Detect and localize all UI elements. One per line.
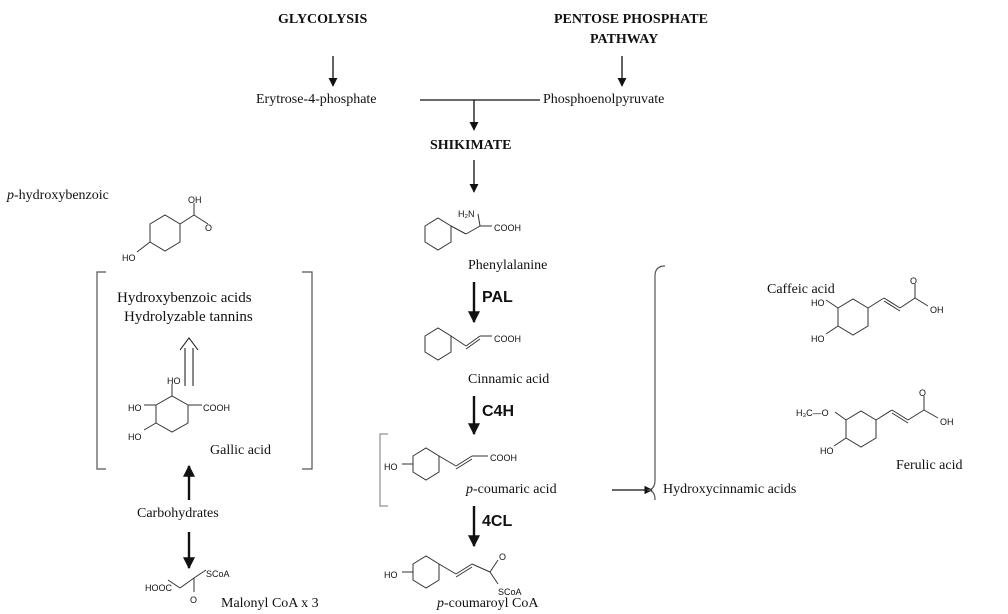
- caffeic-structure: [825, 284, 929, 336]
- pentose-label-line1: PENTOSE PHOSPHATE: [554, 12, 708, 27]
- 4cl-enzyme: 4CL: [482, 513, 513, 530]
- malonyl-hooc: HOOC: [145, 583, 172, 593]
- gallic-cooh: COOH: [203, 403, 230, 413]
- p-hydroxybenzoic-structure: [136, 203, 209, 253]
- hydroxybenzoic-bracket: [96, 271, 313, 470]
- cinnamic-label: Cinnamic acid: [468, 372, 550, 387]
- caffeic-o: O: [910, 276, 918, 286]
- gallic-structure: [143, 384, 202, 433]
- hydroxybenzoic-acids-label: Hydroxybenzoic acids: [117, 290, 252, 306]
- hydroxycinnamic-brace: [646, 265, 666, 501]
- malonyl-label: Malonyl CoA x 3: [221, 596, 319, 611]
- ferulic-ho: HO: [820, 446, 834, 456]
- p-hydroxybenzoic-label: p-hydroxybenzoic: [7, 188, 109, 203]
- cinnamic-structure: [424, 327, 492, 361]
- phe-cooh: COOH: [494, 223, 521, 233]
- p-coumaroyl-structure: [402, 555, 499, 589]
- ferulic-structure: [833, 396, 939, 448]
- phenylalanine-label: Phenylalanine: [468, 258, 548, 273]
- phe-h2n: H₂N: [458, 209, 475, 219]
- coumaroyl-scoa: SCoA: [498, 587, 522, 597]
- caffeic-ho1: HO: [811, 298, 825, 308]
- coumaric-cooh: COOH: [490, 453, 517, 463]
- phb-oh: OH: [188, 195, 202, 205]
- gallic-ho-top: HO: [167, 376, 181, 386]
- erytrose-label: Erytrose-4-phosphate: [256, 92, 377, 107]
- hydrolyzable-tannins-label: Hydrolyzable tannins: [124, 309, 253, 325]
- gallic-ho-mid: HO: [128, 403, 142, 413]
- gallic-ho-bot: HO: [128, 432, 142, 442]
- glycolysis-label: GLYCOLYSIS: [278, 12, 368, 27]
- shikimate-label: SHIKIMATE: [430, 138, 512, 153]
- p-coumaroyl-label: p-coumaroyl CoA: [437, 596, 539, 611]
- carbohydrates-label: Carbohydrates: [137, 506, 219, 521]
- malonyl-o: O: [190, 595, 198, 605]
- ferulic-label: Ferulic acid: [896, 458, 963, 473]
- p-coumaric-structure: [402, 447, 488, 481]
- hydroxycinnamic-label: Hydroxycinnamic acids: [663, 482, 797, 497]
- phb-ho: HO: [122, 253, 136, 263]
- coumaric-ho: HO: [384, 462, 398, 472]
- p-coumaric-label: p-coumaric acid: [466, 482, 557, 497]
- ferulic-oh: OH: [940, 417, 954, 427]
- malonyl-scoa: SCoA: [206, 569, 230, 579]
- phenylalanine-structure: [424, 213, 492, 251]
- gallic-acid-label: Gallic acid: [210, 443, 272, 458]
- phosphoenolpyruvate-label: Phosphoenolpyruvate: [543, 92, 665, 107]
- coumaroyl-o: O: [499, 552, 507, 562]
- coumaroyl-ho: HO: [384, 570, 398, 580]
- coumaric-bracket: [379, 433, 388, 507]
- c4h-enzyme: C4H: [482, 403, 515, 420]
- double-arrow: [179, 337, 199, 386]
- ferulic-o: O: [919, 388, 927, 398]
- ferulic-h3co: H₃C—O: [796, 408, 829, 418]
- phb-o: O: [205, 223, 213, 233]
- caffeic-ho2: HO: [811, 334, 825, 344]
- caffeic-oh: OH: [930, 305, 944, 315]
- malonyl-structure: [167, 569, 207, 592]
- caffeic-label: Caffeic acid: [767, 282, 835, 297]
- pentose-label-line2: PATHWAY: [590, 32, 659, 47]
- pal-enzyme: PAL: [482, 289, 513, 306]
- cinnamic-cooh: COOH: [494, 334, 521, 344]
